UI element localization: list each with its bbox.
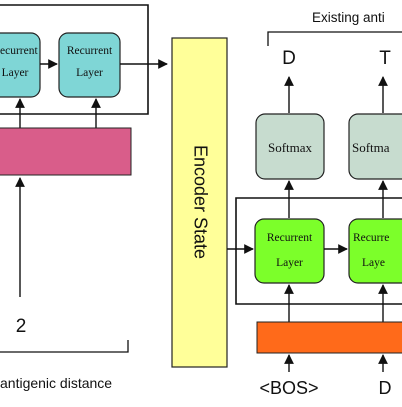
- softmax-box-1: [255, 113, 325, 180]
- left-recurrent-label-1a: Recurrent: [0, 45, 38, 57]
- left-caption: antigenic distance: [0, 375, 112, 391]
- left-recurrent-label-2a: Recurrent: [67, 45, 113, 57]
- right-decoder-frame: [235, 197, 402, 305]
- right-output-token-1: D: [282, 48, 296, 69]
- right-input-token-2: D: [379, 378, 392, 398]
- softmax-label-2: Softma: [352, 140, 390, 155]
- right-recurrent-layer-1: [254, 218, 325, 284]
- encoder-state-block: [171, 37, 228, 368]
- left-input-token: 2: [16, 316, 27, 337]
- left-recurrent-label-1b: Layer: [2, 67, 29, 79]
- softmax-label-1: Softmax: [268, 140, 313, 155]
- right-input-token-1: <BOS>: [259, 378, 318, 398]
- right-output-token-2: T: [379, 48, 391, 69]
- encoder-state-label: Encoder State: [190, 144, 210, 260]
- left-brace: [0, 340, 129, 353]
- left-recurrent-layer-1: [0, 32, 41, 98]
- right-embedding-layer: [256, 321, 402, 354]
- left-embedding-layer: [0, 127, 132, 176]
- softmax-box-2: [348, 113, 402, 180]
- left-encoder-frame: [0, 4, 149, 115]
- right-recurrent-layer-2: [348, 218, 402, 284]
- left-recurrent-label-2b: Layer: [76, 67, 103, 79]
- right-recurrent-label-2b: Laye: [362, 257, 385, 269]
- right-recurrent-label-1a: Recurrent: [267, 232, 313, 244]
- left-recurrent-layer-2: [58, 32, 121, 98]
- right-brace: [267, 31, 402, 46]
- right-caption: Existing anti: [312, 10, 385, 25]
- right-recurrent-label-1b: Layer: [276, 257, 303, 269]
- right-recurrent-label-2a: Recurre: [353, 232, 389, 244]
